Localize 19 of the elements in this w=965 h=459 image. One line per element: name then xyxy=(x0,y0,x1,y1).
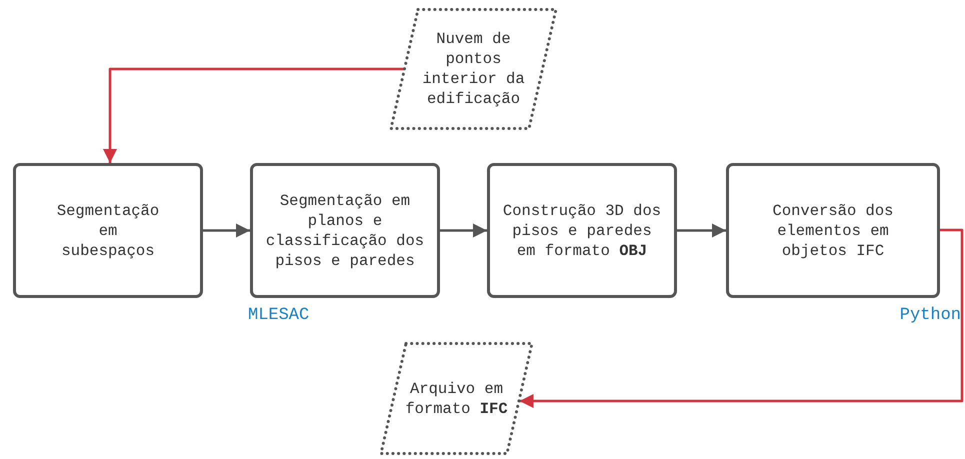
data-parallelogram xyxy=(380,342,533,455)
arrow xyxy=(519,228,964,408)
arrow xyxy=(203,224,250,238)
process-box xyxy=(250,163,440,298)
process-box xyxy=(13,163,203,298)
arrow xyxy=(440,224,487,238)
tool-label: Python xyxy=(900,306,961,325)
arrow xyxy=(677,224,726,238)
box-text: Nuvem de pontos interior da edificação xyxy=(421,29,526,109)
data-parallelogram xyxy=(390,8,557,130)
box-text: Segmentação em subespaços xyxy=(56,200,160,260)
tool-label: MLESAC xyxy=(248,306,310,325)
process-box xyxy=(487,163,677,298)
box-text: Segmentação em planos e classificação dos pisos e paredes xyxy=(265,190,425,270)
box-text: Construção 3D dos pisos e paredes em formato OBJ xyxy=(502,200,662,260)
arrow xyxy=(103,68,404,163)
process-box xyxy=(726,163,940,298)
box-text: Arquivo em formato IFC xyxy=(404,378,509,418)
box-text: Conversão dos elementos em objetos IFC xyxy=(772,200,894,260)
